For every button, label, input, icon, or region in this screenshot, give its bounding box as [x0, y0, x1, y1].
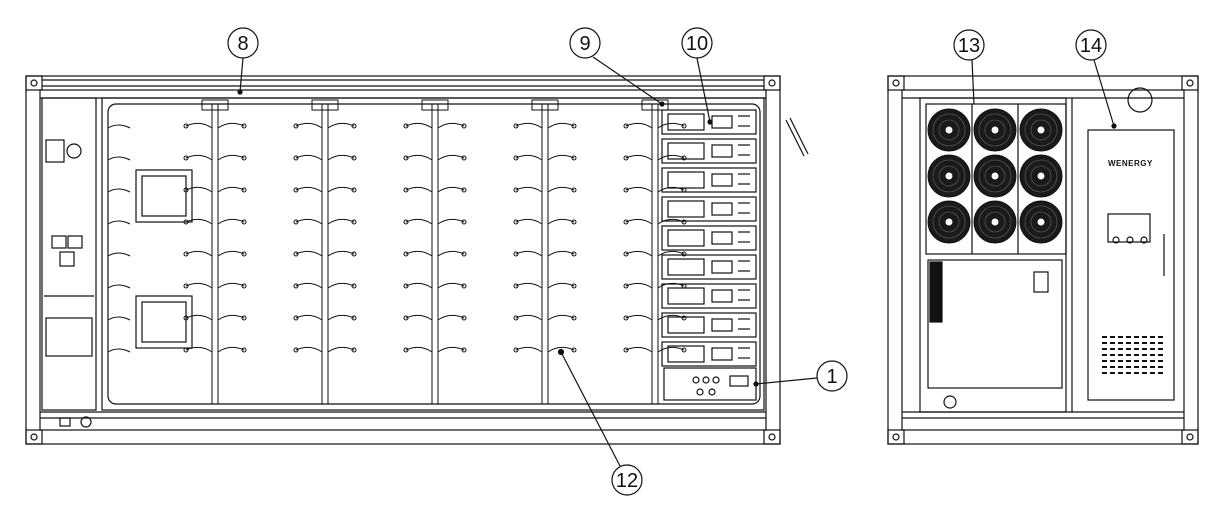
battery-container-front-view	[25, 75, 809, 445]
cooling-pipe-columns	[107, 99, 687, 404]
fan	[973, 108, 1017, 152]
battery-module	[661, 341, 757, 367]
pipe-column-0	[107, 124, 131, 353]
callout-9-label: 9	[579, 33, 590, 55]
callout-1-label: 1	[826, 366, 837, 388]
callouts	[227, 27, 1117, 496]
fan	[1019, 200, 1063, 244]
pcs-vent-holes	[1102, 336, 1163, 374]
battery-module	[661, 138, 757, 164]
battery-module	[661, 254, 757, 280]
callout-10	[681, 27, 713, 125]
corner-castings-left	[25, 75, 781, 445]
pipe-column-4	[513, 99, 577, 404]
callout-8	[227, 27, 259, 95]
fan	[927, 200, 971, 244]
door-latch	[1033, 271, 1049, 293]
battery-module-stack	[661, 109, 757, 367]
ground-terminal	[59, 417, 71, 427]
callout-14	[1075, 29, 1117, 129]
fan	[973, 200, 1017, 244]
indicator-lamp	[66, 143, 82, 159]
fan	[1019, 154, 1063, 198]
side-door-edge	[785, 119, 805, 157]
callout-1	[753, 360, 848, 392]
pipe-column-5	[623, 99, 687, 404]
callout-9	[569, 27, 665, 107]
corner-castings-right	[887, 75, 1199, 445]
callout-12	[557, 348, 643, 496]
callout-8-label: 8	[237, 33, 248, 55]
pipe-column-1	[183, 99, 247, 404]
equipment-container-side-view	[887, 75, 1199, 445]
battery-bay-inner	[107, 103, 761, 405]
pcs-brand-label: WENERGY	[1108, 159, 1153, 168]
terminal-panel	[45, 317, 93, 357]
fan	[927, 108, 971, 152]
battery-module	[661, 167, 757, 193]
battery-module	[661, 225, 757, 251]
fan-array	[927, 104, 1063, 254]
ground-symbol	[80, 416, 92, 428]
fan-panel	[925, 103, 1067, 255]
hvac-cabinet	[919, 97, 1067, 413]
battery-module	[661, 283, 757, 309]
control-cabinet	[41, 97, 97, 411]
callout-14-label: 14	[1080, 35, 1102, 57]
outlet	[59, 251, 75, 267]
vent-grille	[929, 261, 943, 323]
main-switch	[45, 139, 65, 163]
high-voltage-control-box	[663, 367, 757, 401]
breaker-b	[67, 235, 83, 249]
fan	[1019, 108, 1063, 152]
callout-10-label: 10	[686, 33, 708, 55]
pcs-display	[1107, 213, 1151, 243]
container-outer-frame	[25, 75, 781, 445]
callout-12-label: 12	[616, 470, 638, 492]
cable-gland	[1127, 87, 1153, 113]
roof-corrugation	[42, 79, 764, 87]
callout-13	[953, 29, 985, 105]
pcs-cabinet	[1087, 129, 1175, 401]
fan	[927, 154, 971, 198]
battery-module	[661, 312, 757, 338]
side-outer-frame	[887, 75, 1199, 445]
inspection-panel-upper	[135, 169, 193, 223]
hvac-access-door	[927, 259, 1063, 389]
battery-module	[661, 196, 757, 222]
inspection-panel-lower	[135, 295, 193, 349]
battery-module	[661, 109, 757, 135]
breaker-a	[51, 235, 67, 249]
pipe-column-3	[403, 99, 467, 404]
fan	[973, 154, 1017, 198]
pipe-column-2	[293, 99, 357, 404]
callout-13-label: 13	[958, 35, 980, 57]
battery-bay	[101, 97, 765, 411]
container-inner-frame	[39, 89, 767, 431]
